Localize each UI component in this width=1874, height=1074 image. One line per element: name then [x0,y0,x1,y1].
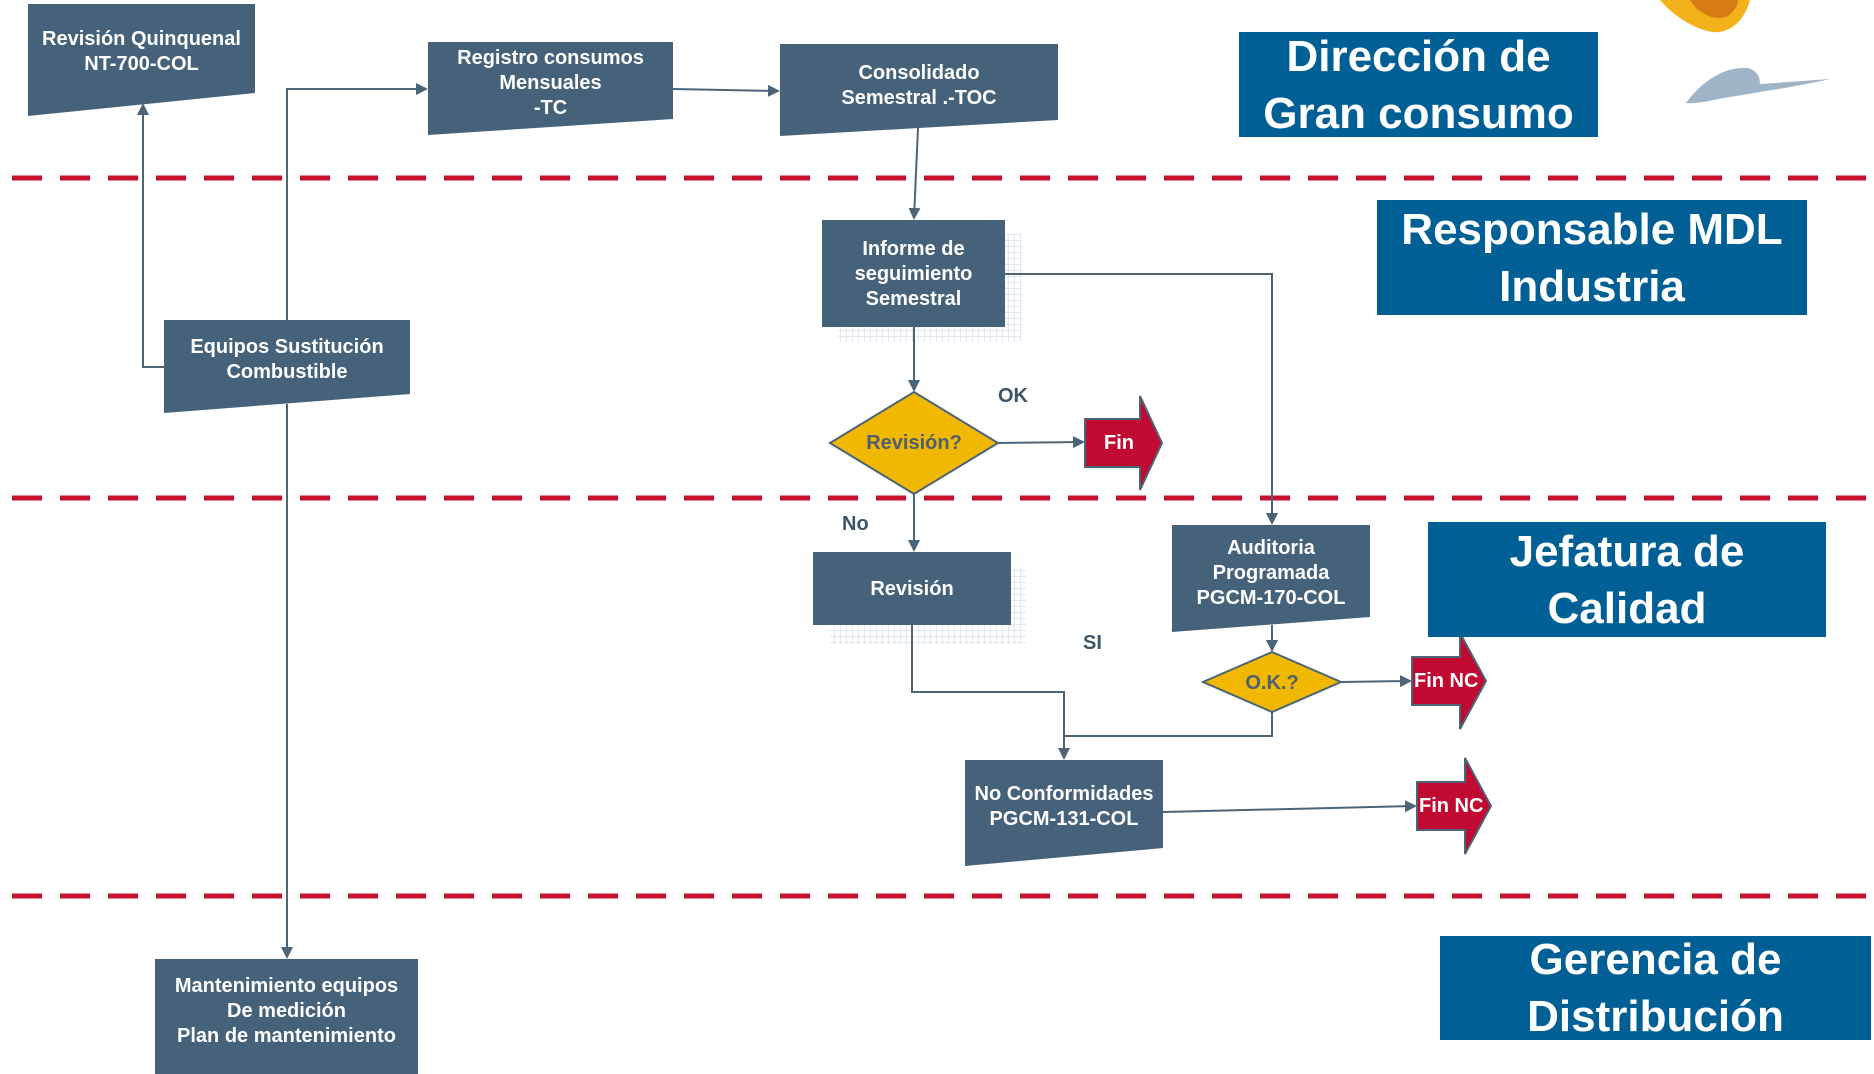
connector-equipos-to-quinquenal [137,103,164,368]
ok-decision-label: O.K.? [1245,671,1299,694]
logo-flame-inner [1690,0,1738,19]
connector-okdecision-to-noconf [1064,712,1273,737]
auditoria-shape [1172,525,1370,632]
edge-label-si: SI [1083,632,1102,654]
revision-box: Revisión [870,577,954,600]
registro-consumos-box: Registro consumos Mensuales -TC [457,46,644,119]
fin-nc-1-shape [1411,632,1488,730]
lane-label-jefatura: Jefatura de Calidad [1428,522,1826,637]
no-conformidades-box: No Conformidades PGCM-131-COL [974,783,1154,830]
lane-label-direccion: Dirección de Gran consumo [1239,32,1598,138]
edge-label-no: No [842,513,869,535]
revision-quinquenal-box: Revisión Quinquenal NT-700-COL [42,28,241,75]
connector-okdecision-to-finnc1 [1340,675,1412,688]
lane-label-responsable: Responsable MDL Industria [1377,200,1807,315]
connector-decision-to-fin [997,436,1085,449]
connector-revision-to-noconf [911,625,1070,760]
equipos-box: Equipos Sustitución Combustible [190,336,384,383]
informe-shape [822,220,1005,327]
informe-box: Informe de seguimiento Semestral [854,237,973,310]
consolidado-box: Consolidado Semestral .-TOC [841,62,997,109]
lane-label-gerencia: Gerencia de Distribución [1440,935,1871,1041]
consolidado-shape [780,44,1058,136]
mantenimiento-box: Mantenimiento equipos De medición Plan d… [174,974,399,1047]
edge-label-ok: OK [998,385,1028,407]
mantenimiento-shape [155,959,418,1074]
equipos-shape [164,320,410,413]
revision-quinquenal-shape [28,4,255,116]
fin-nc-end-1: Fin NC [1414,669,1479,692]
revision-shape [813,552,1011,625]
auditoria-box: Auditoria Programada PGCM-170-COL [1196,536,1346,609]
registro-consumos-shape [428,42,673,135]
connector-consolidado-to-informe [908,127,921,220]
fin-end: Fin [1104,431,1134,454]
connector-noconf-to-finnc2 [1162,800,1417,813]
fin-nc-end-2: Fin NC [1419,794,1484,817]
revision-decision-label: Revisión? [866,431,962,454]
connector-informe-to-auditoria [1005,273,1278,525]
connector-registro-to-consolidado [672,84,780,97]
fin-nc-2-shape [1416,757,1493,855]
no-conformidades-shape [965,760,1163,866]
fin-shape [1084,395,1164,491]
connector-equipos-to-registro [286,83,428,320]
logo-swoosh-shape [1686,67,1830,104]
